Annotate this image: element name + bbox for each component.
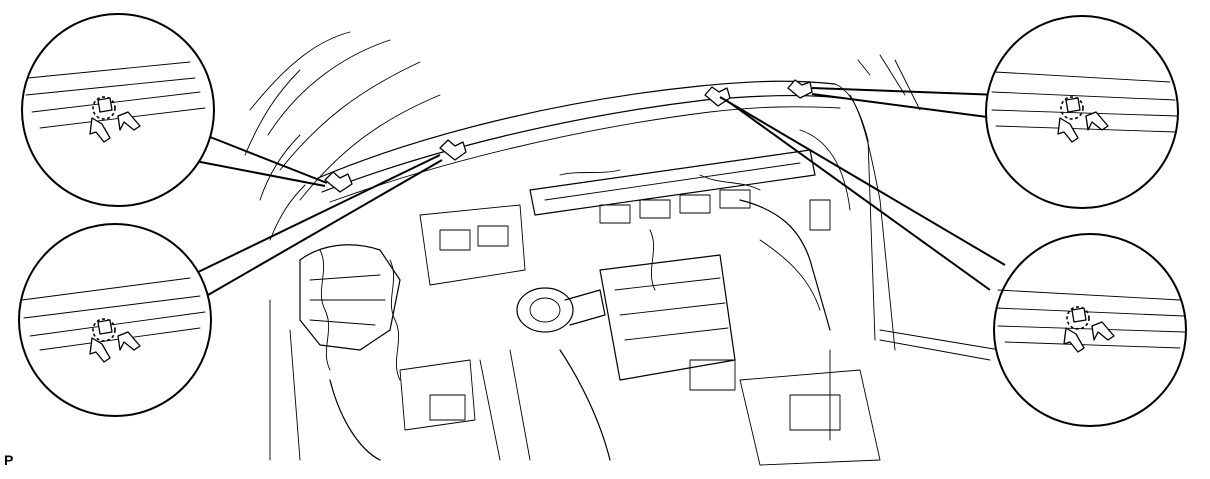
right-pillar [834,54,921,351]
claw-icon [1057,97,1109,143]
clip-icon [704,86,731,107]
claw-icon [89,319,141,363]
leader-lines [189,87,1006,296]
claw-icon [1063,307,1115,353]
clip-icon [324,171,353,193]
callout-bottom-left [18,223,212,417]
claw-icon [89,97,141,143]
figure-corner-label: P [4,452,14,468]
dashboard-top-rail [317,80,841,203]
dashboard-structure [269,129,1001,466]
clip-icon [787,79,813,99]
clip-icon [439,139,467,161]
callout-top-left [21,13,215,207]
rail-clips [324,79,813,193]
callout-bottom-right [993,233,1187,427]
callout-top-right [985,15,1179,209]
windshield-outline [244,31,441,241]
